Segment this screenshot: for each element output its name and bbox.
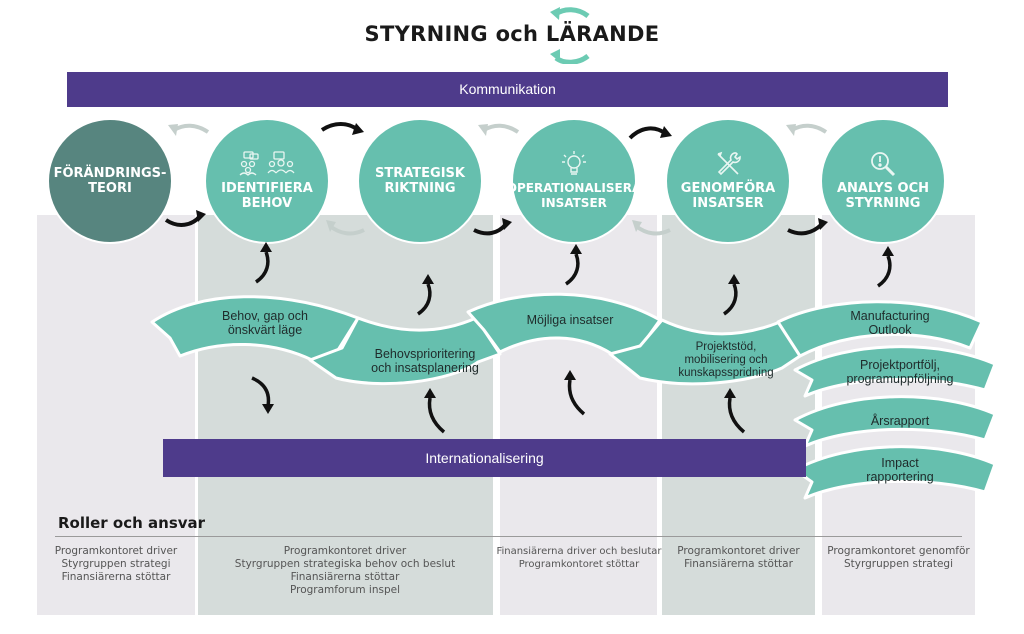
stage-analys-och-styrning[interactable]: ANALYS OCH STYRNING — [820, 118, 946, 244]
blade-label-mojliga-insatser: Möjliga insatser — [526, 313, 614, 327]
role-operationalisera: Finansiärerna driver och beslutar Progra… — [496, 546, 662, 570]
tools-icon — [714, 151, 742, 177]
column-teori — [37, 215, 195, 615]
stage-identifiera-behov[interactable]: IDENTIFIERA BEHOV — [204, 118, 330, 244]
back-arrow-icon — [328, 224, 365, 236]
stage-label: OPERATIONALISERA INSATSER — [506, 181, 642, 210]
blade-behovsprioritering — [308, 316, 502, 386]
stage-label: FÖRÄNDRINGS- TEORI — [53, 166, 167, 196]
people-discussion-icon — [238, 151, 296, 177]
role-analys: Programkontoret genomför Styrgruppen str… — [827, 545, 970, 570]
up-arrow-icon — [876, 255, 892, 288]
blade-arsrapport — [793, 395, 997, 448]
back-arrow-icon — [482, 123, 520, 134]
stage-arrows — [164, 122, 828, 236]
stage-label: GENOMFÖRA INSATSER — [680, 181, 776, 211]
blade-label-manufacturing: Manufacturing Outlook — [850, 309, 930, 337]
down-arrow-icon — [251, 376, 271, 407]
forward-arrow-icon — [164, 214, 202, 227]
back-arrow-icon — [172, 123, 210, 134]
up-arrow-icon — [427, 397, 446, 434]
roles-title: Roller och ansvar — [58, 514, 206, 532]
magnifier-alert-icon — [869, 151, 897, 177]
up-arrow-icon — [567, 379, 586, 416]
page-title: STYRNING och LÄRANDE — [364, 22, 660, 46]
internationalisering-label: Internationalisering — [425, 450, 544, 466]
stage-forandringsteori[interactable]: FÖRÄNDRINGS- TEORI — [47, 118, 173, 244]
lightbulb-icon — [560, 151, 588, 177]
stage-label: STRATEGISK RIKTNING — [375, 166, 465, 196]
blade-label-behovsprioritering: Behovsprioritering och insatsplanering — [371, 347, 479, 375]
communication-bar: Kommunikation — [67, 72, 948, 107]
blade-manufacturing — [776, 300, 984, 358]
role-teori: Programkontoret driver Styrgruppen strat… — [54, 545, 178, 583]
up-arrow-icon — [727, 397, 746, 434]
up-arrow-icon — [416, 283, 432, 316]
back-arrow-icon — [634, 224, 671, 236]
communication-label: Kommunikation — [459, 81, 556, 97]
back-arrow-icon — [790, 123, 828, 134]
column-operationalisera — [500, 215, 657, 615]
circular-arrows-icon — [550, 7, 590, 64]
stage-genomfora-insatser[interactable]: GENOMFÖRA INSATSER — [665, 118, 791, 244]
blade-label-behov-gap: Behov, gap och önskvärt läge — [222, 309, 308, 337]
blade-label-arsrapport: Årsrapport — [870, 414, 930, 428]
stage-operationalisera-insatser[interactable]: OPERATIONALISERA INSATSER — [507, 118, 641, 244]
blade-impact — [793, 445, 997, 500]
internationalisering-bar: Internationalisering — [163, 439, 806, 477]
column-identifiera-strategisk — [198, 215, 493, 615]
forward-arrow-icon — [320, 122, 360, 132]
role-identifiera-strategisk: Programkontoret driver Styrgruppen strat… — [234, 545, 456, 596]
stage-label: ANALYS OCH STYRNING — [836, 181, 930, 211]
blade-label-projektportfolj: Projektportfölj, programuppföljning — [846, 358, 954, 386]
up-arrow-icon — [564, 253, 580, 286]
role-genomfora: Programkontoret driver Finansiärerna stö… — [677, 545, 800, 570]
up-arrow-icon — [254, 251, 270, 284]
process-wave — [150, 242, 997, 500]
stage-strategisk-riktning[interactable]: STRATEGISK RIKTNING — [357, 118, 483, 244]
blade-label-projektstod: Projektstöd, mobilisering och kunskapssp… — [678, 341, 774, 379]
up-arrow-icon — [722, 283, 738, 316]
stage-label: IDENTIFIERA BEHOV — [221, 181, 313, 211]
roles-divider — [55, 536, 962, 537]
blade-label-impact: Impact rapportering — [866, 456, 934, 484]
blade-projektportfolj — [793, 345, 997, 398]
